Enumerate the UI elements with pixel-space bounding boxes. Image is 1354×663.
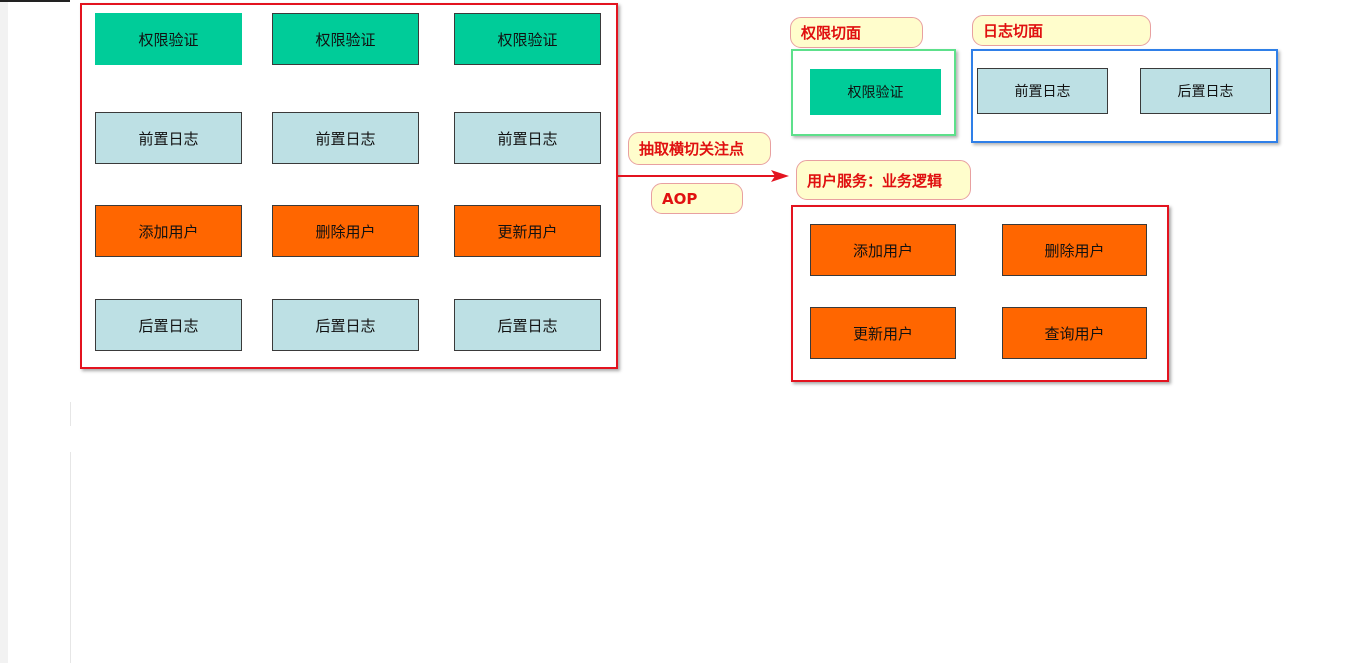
- page-divider: [70, 402, 71, 426]
- user-op-box: 添加用户: [95, 205, 242, 257]
- log-aspect-pre-box: 前置日志: [977, 68, 1108, 114]
- user-service-frame: [791, 205, 1169, 382]
- auth-aspect-title: 权限切面: [790, 17, 923, 48]
- auth-box: 权限验证: [454, 13, 601, 65]
- user-op-box: 删除用户: [272, 205, 419, 257]
- add-user-box: 添加用户: [810, 224, 956, 276]
- aop-label: AOP: [651, 183, 743, 214]
- page-divider: [70, 452, 71, 663]
- log-aspect-frame: [971, 49, 1278, 143]
- user-op-box: 更新用户: [454, 205, 601, 257]
- user-service-title: 用户服务：业务逻辑: [796, 160, 971, 200]
- page-left-strip: [0, 0, 8, 663]
- log-aspect-post-box: 后置日志: [1140, 68, 1271, 114]
- auth-aspect-box: 权限验证: [810, 69, 941, 115]
- pre-log-box: 前置日志: [454, 112, 601, 164]
- arrow-head: [771, 170, 789, 182]
- auth-box: 权限验证: [272, 13, 419, 65]
- auth-aspect-frame: [791, 49, 956, 136]
- query-user-box: 查询用户: [1002, 307, 1147, 359]
- extract-label: 抽取横切关注点: [628, 132, 771, 165]
- post-log-box: 后置日志: [95, 299, 242, 351]
- pre-log-box: 前置日志: [95, 112, 242, 164]
- pre-log-box: 前置日志: [272, 112, 419, 164]
- log-aspect-title: 日志切面: [972, 15, 1151, 46]
- original-code-frame: [80, 3, 618, 369]
- update-user-box: 更新用户: [810, 307, 956, 359]
- extract-arrow: [618, 170, 789, 182]
- post-log-box: 后置日志: [454, 299, 601, 351]
- post-log-box: 后置日志: [272, 299, 419, 351]
- auth-box: 权限验证: [95, 13, 242, 65]
- delete-user-box: 删除用户: [1002, 224, 1147, 276]
- page-top-line: [0, 0, 70, 2]
